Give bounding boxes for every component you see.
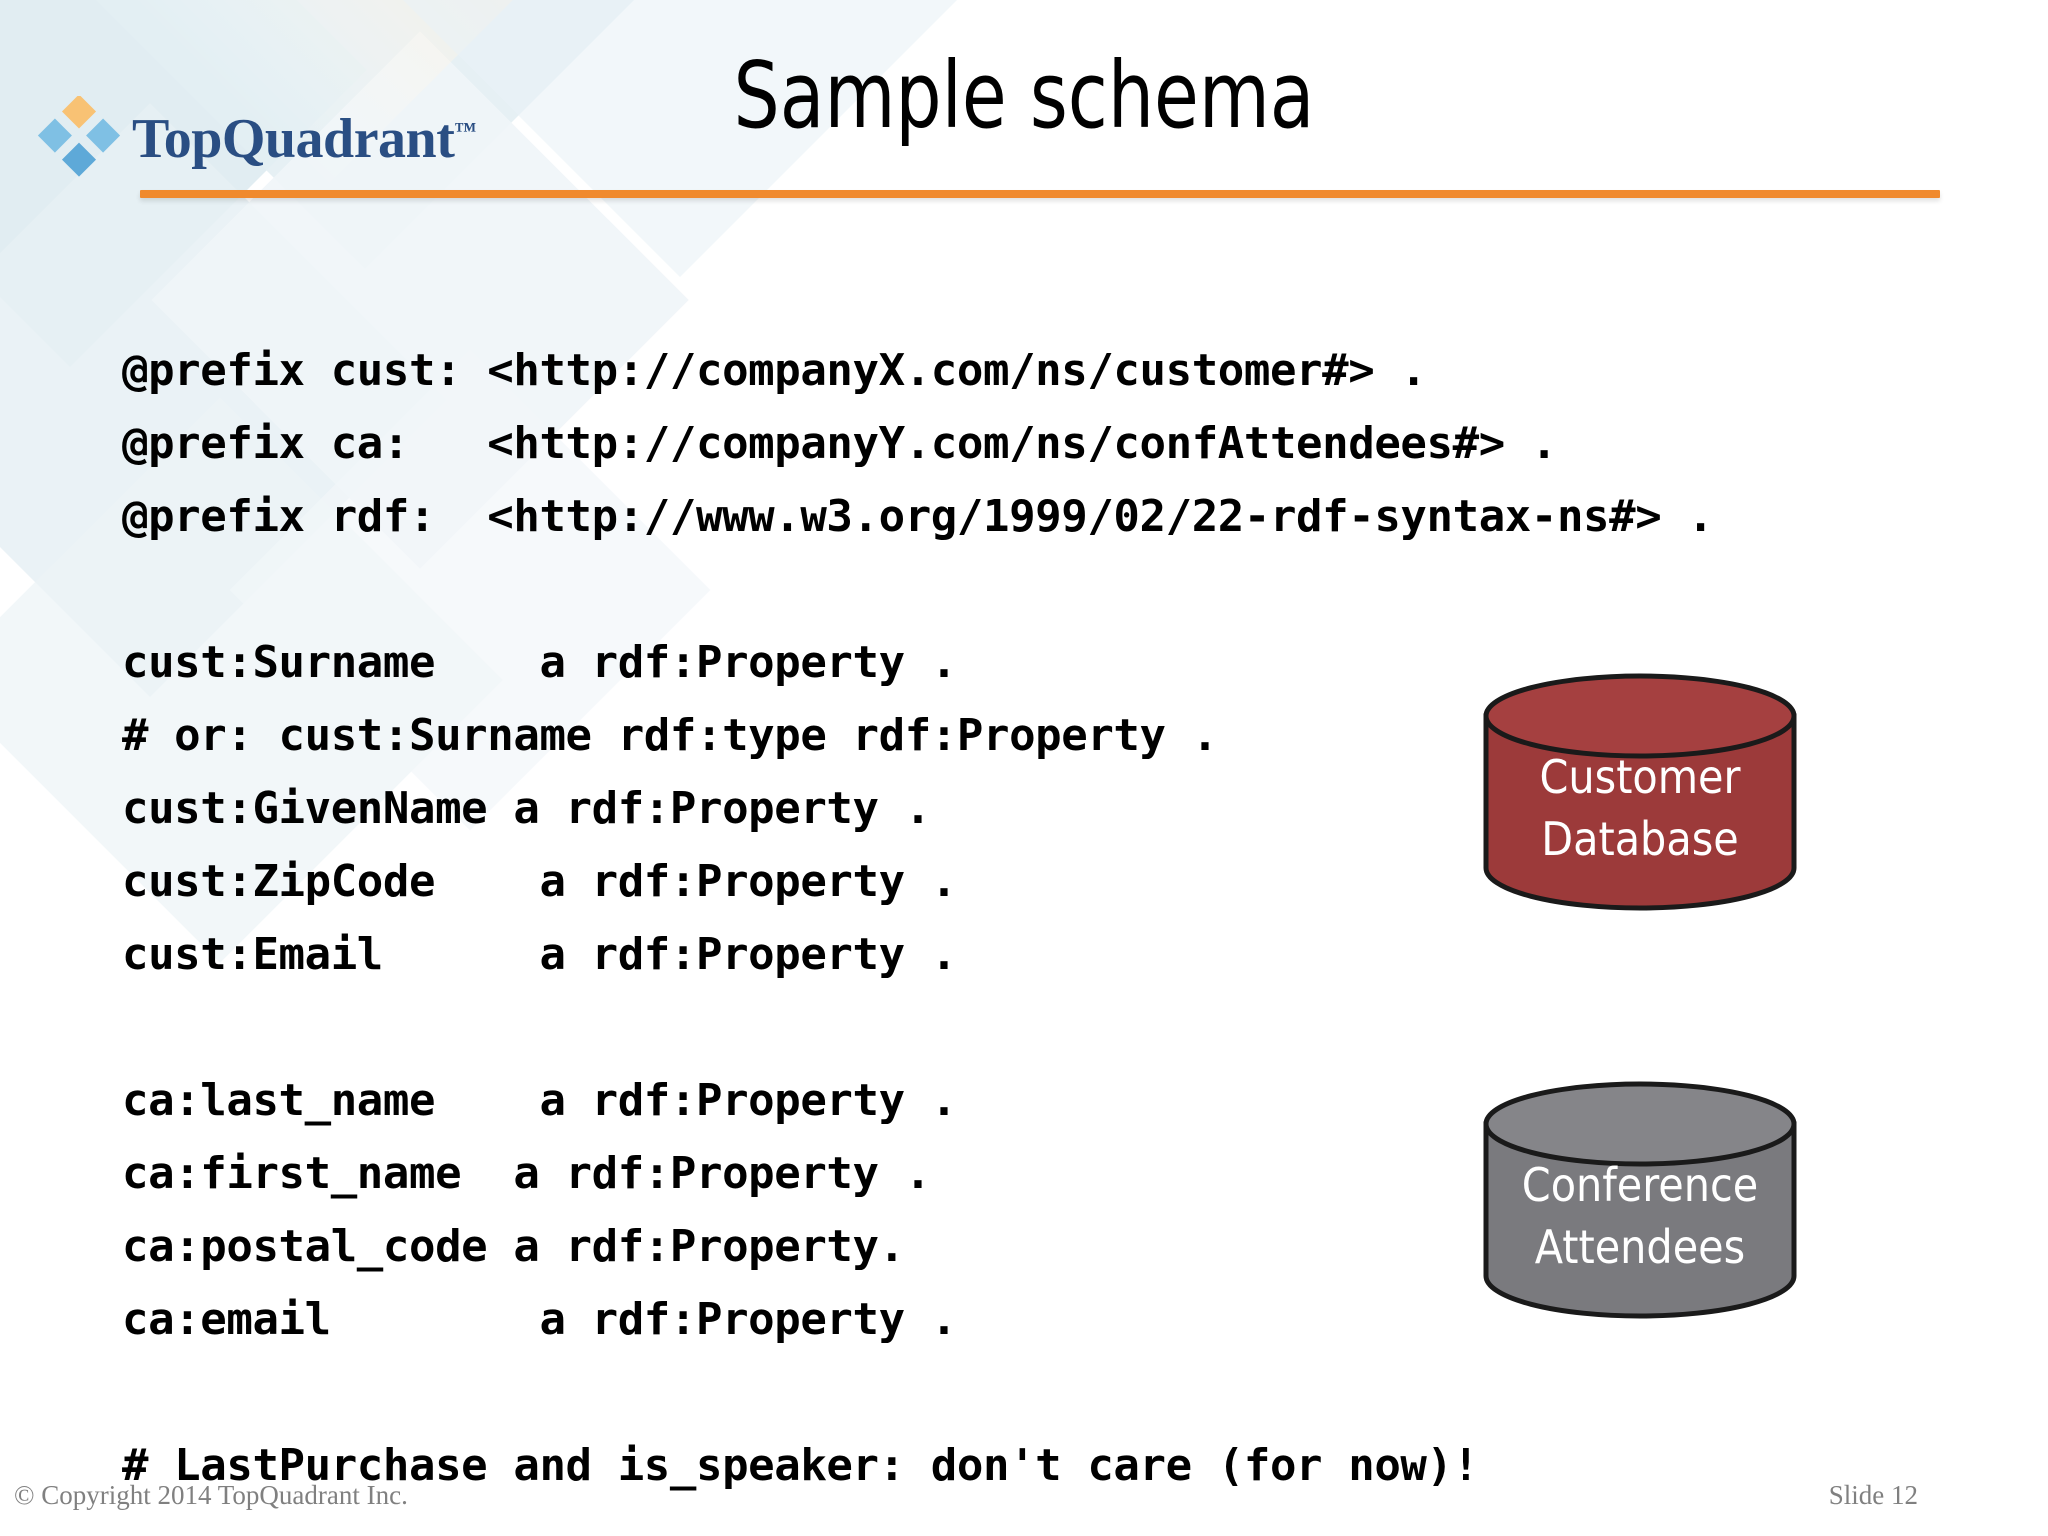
cylinder-shape-conference [1483,1081,1797,1319]
conference-attendees-cylinder: Conference Attendees [1480,1080,1800,1320]
turtle-code-block: @prefix cust: <http://companyX.com/ns/cu… [122,334,1714,1502]
code-line: # LastPurchase and is_speaker: don't car… [122,1440,1479,1491]
code-line: cust:GivenName a rdf:Property . [122,783,931,834]
code-line: cust:ZipCode a rdf:Property . [122,856,957,907]
page-title: Sample schema [733,42,1315,149]
code-blank-line [122,553,1714,626]
code-line: ca:last_name a rdf:Property . [122,1075,957,1126]
slide-number: Slide 12 [1828,1480,1918,1510]
cylinder-shape-customer [1483,673,1797,911]
copyright-notice: © Copyright 2014 TopQuadrant Inc. [14,1480,408,1510]
header-divider [140,190,1940,198]
code-line: ca:postal_code a rdf:Property. [122,1221,905,1272]
code-line: @prefix ca: <http://companyY.com/ns/conf… [122,418,1557,469]
code-blank-line [122,991,1714,1064]
code-line: cust:Email a rdf:Property . [122,929,957,980]
slide-footer: © Copyright 2014 TopQuadrant Inc. Slide … [0,1466,2048,1536]
code-line: # or: cust:Surname rdf:type rdf:Property… [122,710,1218,761]
code-line: ca:email a rdf:Property . [122,1294,957,1345]
code-line: @prefix cust: <http://companyX.com/ns/cu… [122,345,1427,396]
diamond-logo-icon [37,96,121,177]
slide-header: TopQuadrant™ Sample schema [0,0,2048,205]
code-line: ca:first_name a rdf:Property . [122,1148,931,1199]
customer-database-cylinder: Customer Database [1480,672,1800,912]
code-blank-line [122,1356,1714,1429]
code-line: @prefix rdf: <http://www.w3.org/1999/02/… [122,491,1714,542]
code-line: cust:Surname a rdf:Property . [122,637,957,688]
